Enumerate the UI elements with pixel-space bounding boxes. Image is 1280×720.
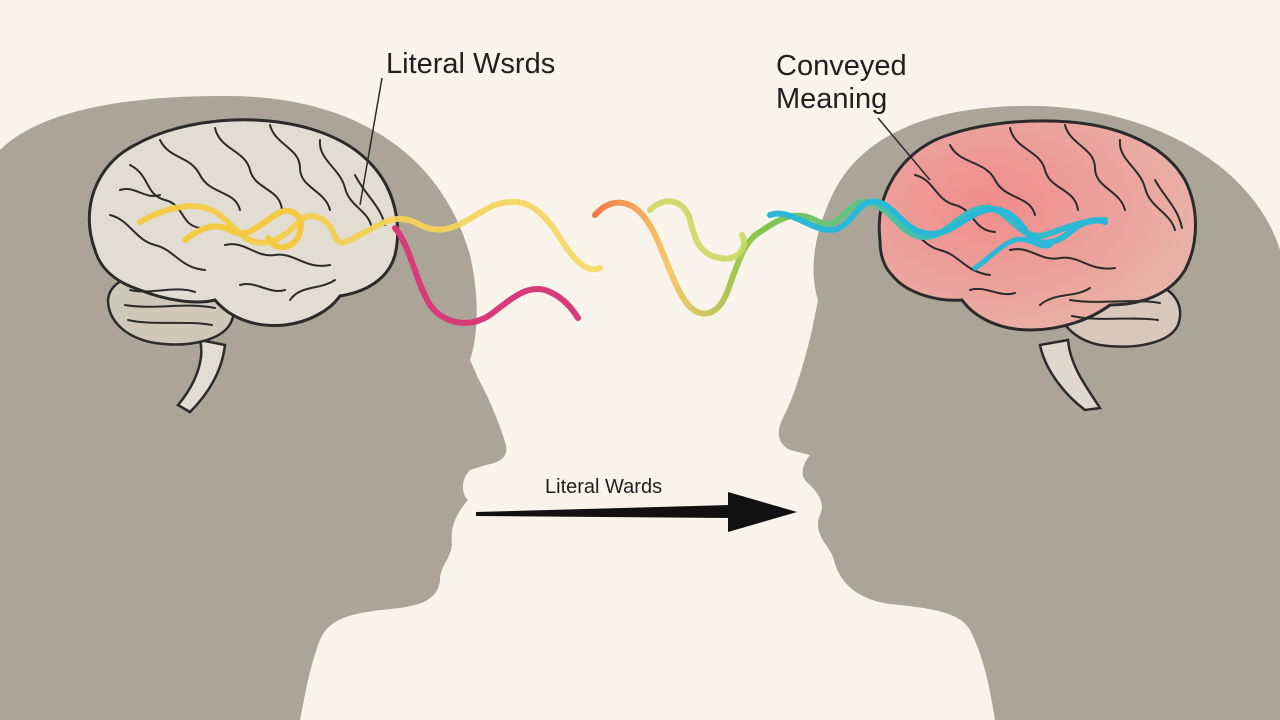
left-brainstem [176,338,227,414]
green-cyan-wave [757,198,1108,240]
yellow-wave-inner-loop [182,208,304,250]
literal-words-label-top: Literal Wsrds [386,48,556,80]
conveyed-meaning-line1: Conveyed [776,50,907,82]
yellow-wave [137,198,603,273]
cyan-wave-tail [972,236,1053,271]
orange-green-wave [592,199,763,317]
conveyed-meaning-label: Conveyed Meaning [776,50,907,116]
right-cerebrum [877,119,1197,332]
arrow-shaft [476,505,730,518]
arrow-head [728,492,797,532]
literal-words-arrow-label: Literal Wards [545,476,663,498]
leader-line-literal-words [359,77,383,206]
speech-arrow [476,492,797,532]
green-yellow-loop [647,198,747,262]
left-brain-illustration [87,118,400,414]
cyan-wave [767,198,1108,246]
conveyed-meaning-line2: Meaning [776,83,888,115]
left-cerebrum [87,118,400,328]
right-brainstem [1038,338,1103,412]
leader-line-conveyed-meaning [877,117,931,181]
magenta-wave [392,225,581,326]
right-brain-illustration [877,119,1197,412]
signal-waves [137,198,1108,326]
